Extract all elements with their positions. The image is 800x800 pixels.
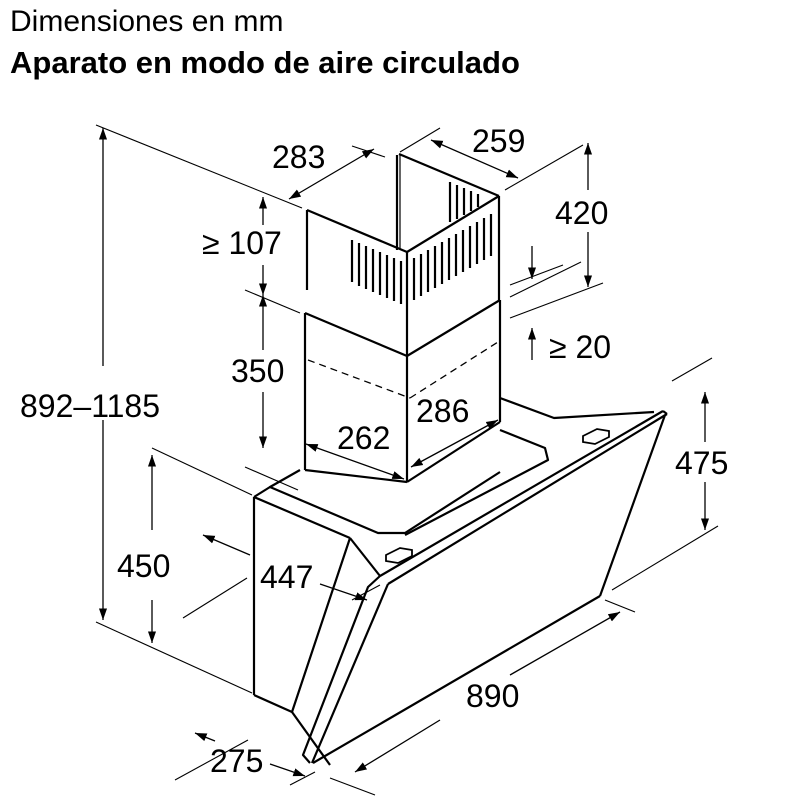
- dim-hood-width: 890: [466, 678, 520, 714]
- dim-chimney-width: 259: [472, 123, 526, 159]
- dim-upper-clearance: ≥ 107: [202, 225, 282, 261]
- hidden-edge: [307, 341, 499, 399]
- page-subtitle: Aparato en modo de aire circulado: [10, 45, 520, 80]
- dim-hood-depth: 447: [260, 559, 314, 595]
- dim-upper-chimney-height: 420: [555, 195, 609, 231]
- page-title: Dimensiones en mm: [10, 5, 284, 38]
- dim-lower-chimney-height: 350: [231, 353, 285, 389]
- dimension-arrows: [98, 127, 710, 777]
- dim-chimney-depth: 283: [272, 139, 326, 175]
- hood-body: [252, 396, 668, 766]
- dim-lower-chimney-width: 262: [337, 420, 391, 456]
- extension-lines: [95, 124, 719, 796]
- dim-base-depth: 275: [210, 743, 264, 779]
- dim-total-height: 892–1185: [20, 388, 160, 424]
- mounting-clips: [385, 428, 610, 564]
- dim-overlap: ≥ 20: [549, 329, 612, 365]
- dim-hood-height: 450: [117, 548, 171, 584]
- vent-slots: [350, 182, 493, 304]
- dim-canopy-height: 475: [675, 445, 729, 481]
- dim-lower-chimney-depth: 286: [416, 393, 470, 429]
